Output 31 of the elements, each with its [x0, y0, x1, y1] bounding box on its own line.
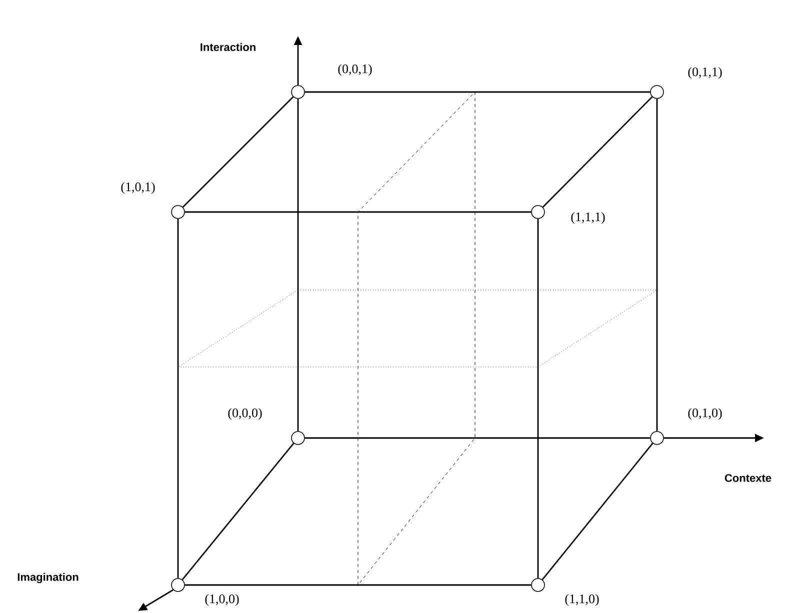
coordinate-label: (1,1,0) — [565, 594, 599, 606]
axis-label: Imagination — [18, 572, 78, 584]
coordinate-label: (0,1,0) — [688, 408, 722, 420]
cube-edge — [297, 98, 299, 432]
vertex-circle — [171, 205, 185, 219]
cube-edge — [542, 96, 653, 208]
vertex-circle — [650, 85, 664, 99]
cube-edge — [184, 211, 532, 213]
cube-edge — [182, 96, 294, 208]
cube-edge — [304, 437, 650, 439]
vertex-circle — [291, 85, 305, 99]
cube-edge — [304, 91, 650, 93]
vertex-circle — [291, 431, 305, 445]
coordinate-label: (0,1,1) — [688, 67, 722, 79]
cube-edge — [182, 442, 294, 580]
vertex-circle — [171, 578, 185, 592]
axis-label: Interaction — [200, 42, 256, 52]
coordinate-label: (1,0,0) — [205, 594, 239, 606]
coordinate-label: (0,0,1) — [338, 64, 372, 76]
cube-edge — [542, 442, 654, 580]
cube-edge — [537, 218, 539, 578]
coordinate-label: (0,0,0) — [228, 408, 262, 420]
axis-label: Contexte — [724, 474, 772, 482]
coordinate-label: (1,0,1) — [121, 182, 155, 194]
vertex-circle — [531, 578, 545, 592]
cube-edge — [184, 584, 532, 586]
vertex-circle — [650, 431, 664, 445]
coordinate-label: (1,1,1) — [571, 212, 605, 224]
cube-edge — [177, 218, 179, 578]
cube-edge — [656, 98, 658, 432]
vertex-circle — [531, 205, 545, 219]
